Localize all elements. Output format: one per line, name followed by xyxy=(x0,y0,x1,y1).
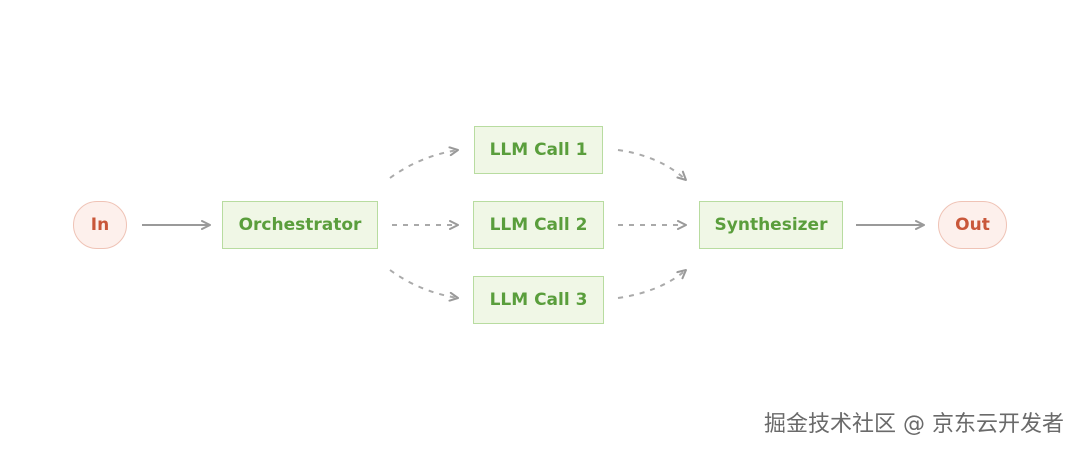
edge-llm-call-1-to-synthesizer xyxy=(617,149,687,181)
node-out: Out xyxy=(938,201,1007,249)
node-llm-call-1-label: LLM Call 1 xyxy=(489,140,588,160)
node-llm-call-1: LLM Call 1 xyxy=(474,126,603,174)
node-llm-call-3: LLM Call 3 xyxy=(473,276,604,324)
node-synthesizer-label: Synthesizer xyxy=(714,215,828,235)
edge-orchestrator-to-llm-call-1 xyxy=(389,146,459,179)
edge-llm-call-3-to-synthesizer xyxy=(617,269,687,299)
watermark: 掘金技术社区 @ 京东云开发者 xyxy=(764,412,1064,437)
node-synthesizer: Synthesizer xyxy=(699,201,843,249)
node-in-label: In xyxy=(90,215,110,235)
edge-orchestrator-to-llm-call-3 xyxy=(389,269,459,302)
node-llm-call-3-label: LLM Call 3 xyxy=(489,290,588,310)
node-orchestrator: Orchestrator xyxy=(222,201,378,249)
node-llm-call-2: LLM Call 2 xyxy=(473,201,604,249)
node-in: In xyxy=(73,201,127,249)
node-out-label: Out xyxy=(955,215,990,235)
node-orchestrator-label: Orchestrator xyxy=(238,215,362,235)
node-llm-call-2-label: LLM Call 2 xyxy=(489,215,588,235)
